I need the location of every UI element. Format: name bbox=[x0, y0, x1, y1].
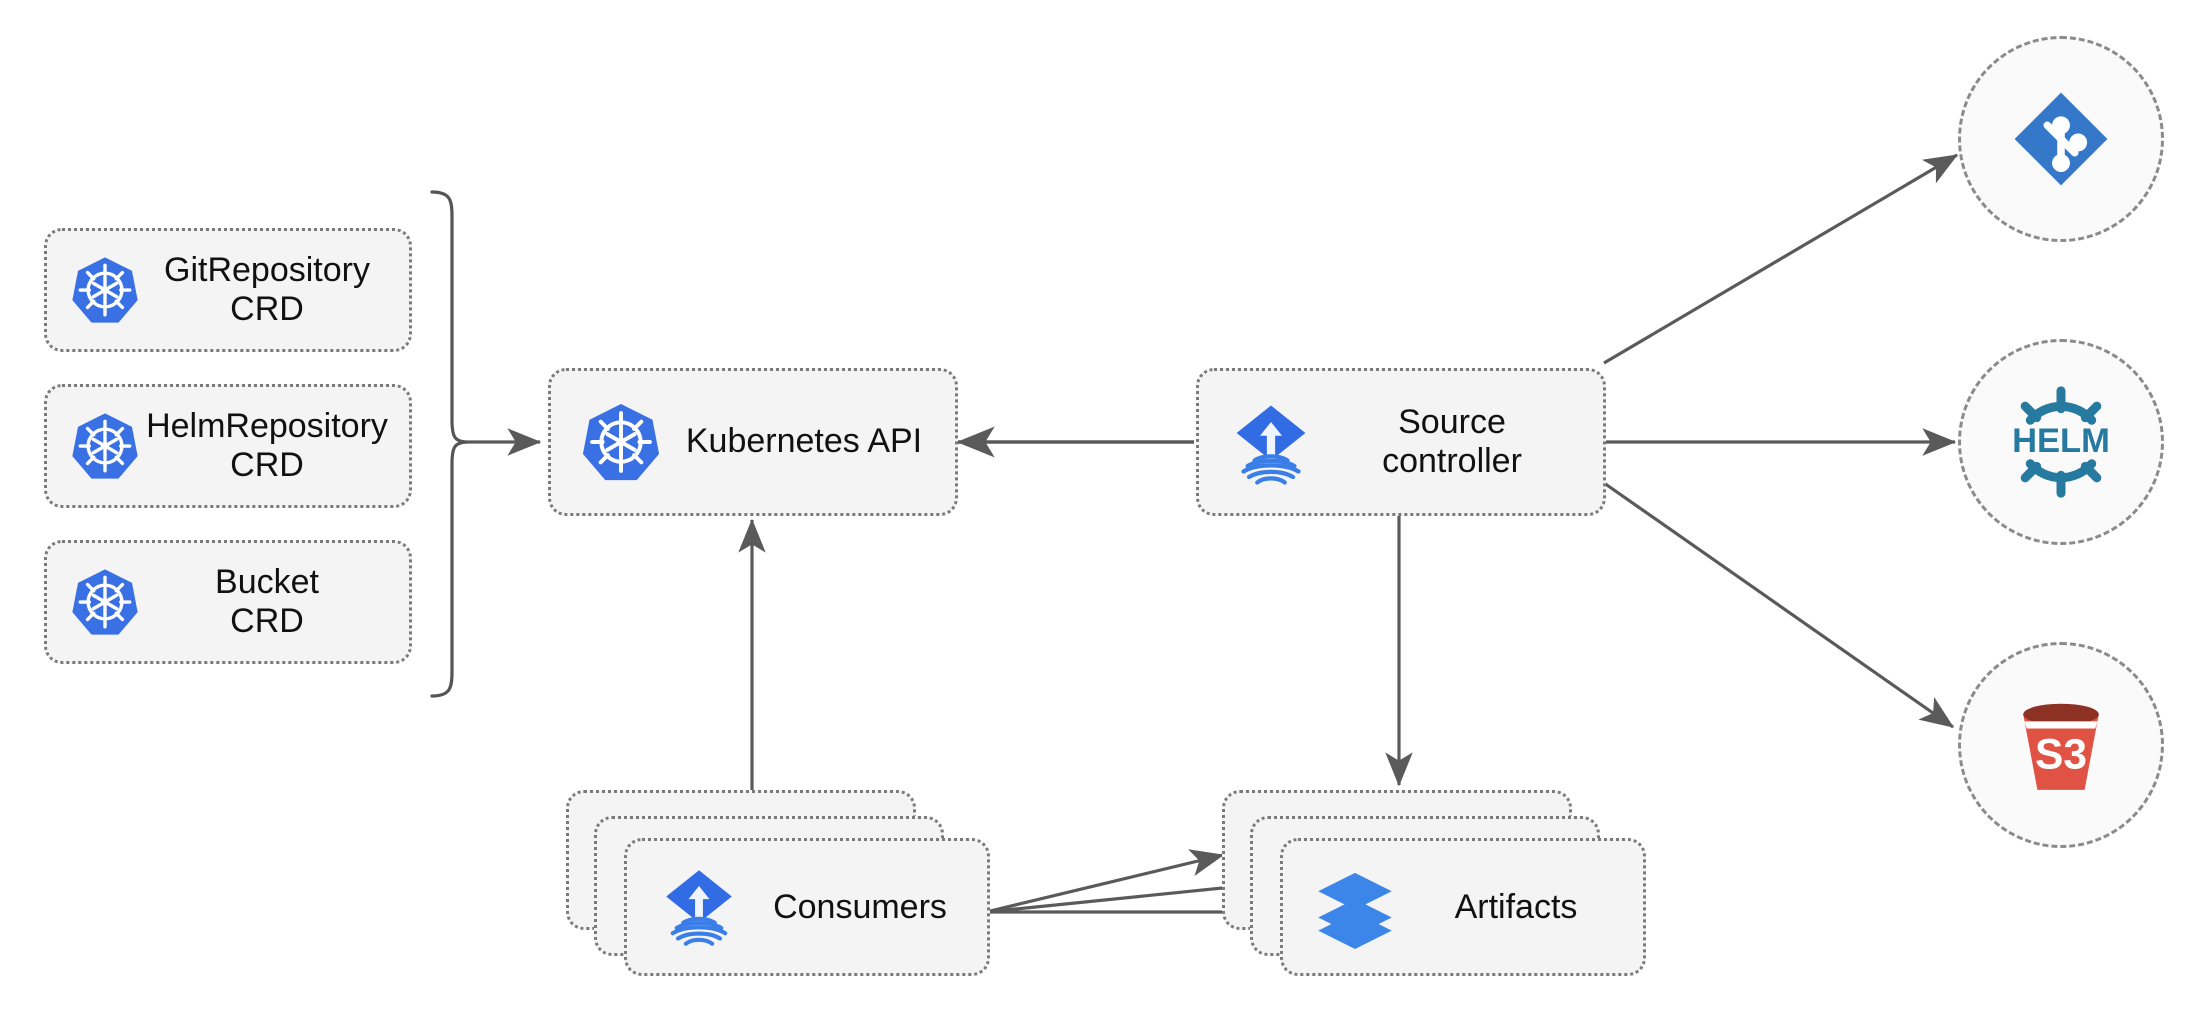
node-bucket-crd[interactable]: Bucket CRD bbox=[44, 540, 412, 664]
edge-consumers-to-artifacts-back bbox=[985, 849, 1225, 914]
edge-source-controller-to-s3 bbox=[1603, 481, 1955, 729]
node-source-controller[interactable]: Source controller bbox=[1196, 368, 1606, 516]
kubernetes-api-label: Kubernetes API bbox=[685, 422, 923, 461]
s3-bucket-icon: S3 bbox=[2002, 686, 2120, 804]
artifacts-label: Artifacts bbox=[1454, 887, 1578, 926]
edge-source-controller-to-git bbox=[1603, 153, 1959, 365]
s3-wordmark: S3 bbox=[2035, 732, 2087, 779]
kubernetes-icon bbox=[69, 254, 141, 326]
kubernetes-icon bbox=[69, 410, 141, 482]
edge-consumers-to-artifacts-middle bbox=[985, 873, 1264, 914]
target-helm-circle[interactable]: HELM bbox=[1958, 339, 2164, 545]
helmrepository-crd-label: HelmRepository CRD bbox=[146, 406, 388, 484]
flux-icon bbox=[1227, 400, 1311, 485]
artifacts-sheet-front[interactable]: Artifacts bbox=[1280, 838, 1646, 976]
node-artifacts[interactable]: Artifacts bbox=[1222, 790, 1646, 976]
node-consumers[interactable]: Consumers bbox=[566, 790, 990, 976]
target-git-circle[interactable] bbox=[1958, 36, 2164, 242]
node-helmrepository-crd[interactable]: HelmRepository CRD bbox=[44, 384, 412, 508]
helm-wordmark: HELM bbox=[2012, 422, 2110, 460]
bucket-crd-label: Bucket CRD bbox=[215, 562, 319, 640]
source-controller-label: Source controller bbox=[1382, 402, 1522, 480]
flux-icon bbox=[657, 865, 741, 949]
gitrepository-crd-label: GitRepository CRD bbox=[164, 250, 370, 328]
kubernetes-icon bbox=[579, 400, 663, 484]
layers-icon bbox=[1313, 865, 1397, 949]
target-s3-circle[interactable]: S3 bbox=[1958, 642, 2164, 848]
node-gitrepository-crd[interactable]: GitRepository CRD bbox=[44, 228, 412, 352]
consumers-sheet-front[interactable]: Consumers bbox=[624, 838, 990, 976]
crd-group-brace bbox=[430, 190, 469, 698]
consumers-label: Consumers bbox=[773, 887, 947, 926]
kubernetes-icon bbox=[69, 566, 141, 638]
git-icon bbox=[2006, 84, 2116, 194]
helm-icon: HELM bbox=[1997, 378, 2125, 506]
node-kubernetes-api[interactable]: Kubernetes API bbox=[548, 368, 958, 516]
